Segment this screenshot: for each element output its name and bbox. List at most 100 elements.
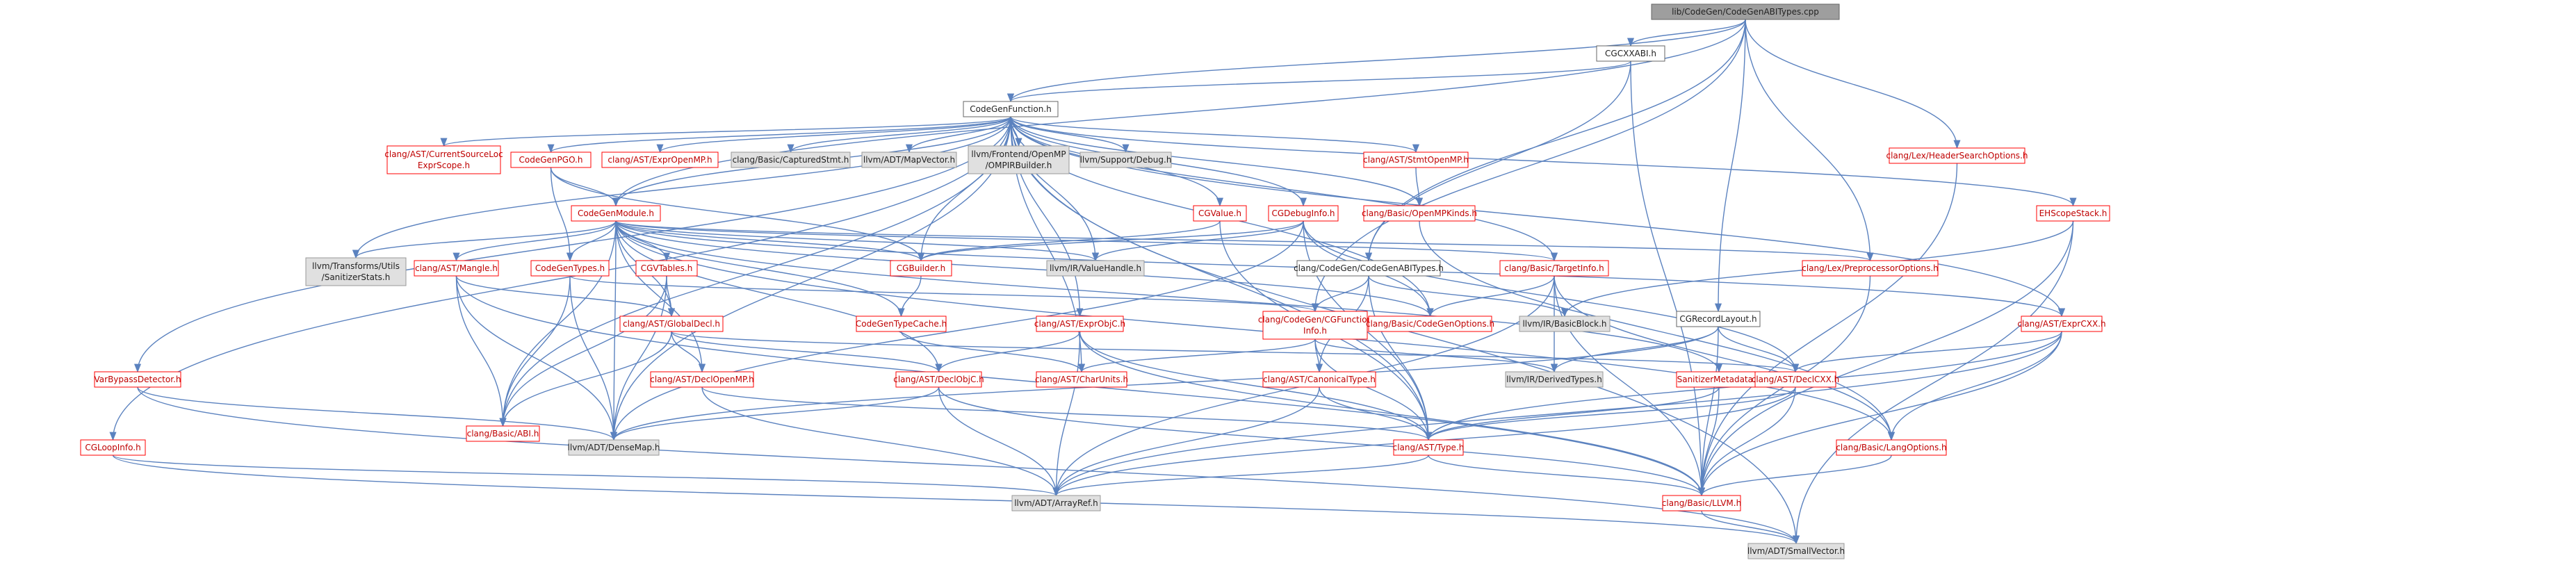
node-cgopts[interactable]: clang/Basic/CodeGenOptions.h: [1366, 316, 1494, 332]
node-label-cgfuncinfo: Info.h: [1303, 326, 1327, 336]
node-box-asttype: [1393, 439, 1464, 456]
edge-pgo-to-cgbuilder: [550, 167, 924, 262]
node-capstmt[interactable]: clang/Basic/CapturedStmt.h: [731, 152, 851, 168]
node-globaldecl[interactable]: clang/AST/GlobalDecl.h: [619, 316, 724, 332]
node-root[interactable]: lib/CodeGen/CodeGenABITypes.cpp: [1651, 3, 1840, 20]
edge-cgm-to-cgopts: [615, 220, 1434, 318]
node-box-typecache: [856, 316, 947, 332]
node-box-cgfuncinfo: [1262, 311, 1368, 340]
edge-exprcxx-to-declcxx: [1792, 331, 2062, 373]
node-cgdebug[interactable]: CGDebugInfo.h: [1268, 205, 1339, 222]
node-ompkinds[interactable]: clang/Basic/OpenMPKinds.h: [1362, 205, 1477, 222]
node-label-valuehandle: llvm/IR/ValueHandle.h: [1050, 263, 1141, 273]
edge-cgm-to-declompm: [615, 220, 706, 373]
node-stmtomp[interactable]: clang/AST/StmtOpenMP.h: [1363, 152, 1469, 168]
edge-targetinfo-to-basicllvm: [1554, 275, 1706, 497]
edge-cgfuncinfo-to-asttype: [1314, 338, 1433, 441]
node-langopts[interactable]: clang/Basic/LangOptions.h: [1836, 439, 1947, 456]
node-label-ehscope: EHScopeStack.h: [2039, 208, 2108, 218]
node-cgf[interactable]: CodeGenFunction.h: [963, 101, 1059, 117]
node-label-cgdebug: CGDebugInfo.h: [1271, 208, 1335, 218]
node-label-globaldecl: clang/AST/GlobalDecl.h: [623, 319, 720, 329]
node-label-typecache: CodeGenTypeCache.h: [856, 319, 947, 329]
node-declcxx[interactable]: clang/AST/DeclCXX.h: [1752, 371, 1840, 388]
edge-cgm-to-ppopts: [615, 220, 1873, 262]
node-label-exprcxx: clang/AST/ExprCXX.h: [2017, 319, 2105, 329]
node-ompirb[interactable]: llvm/Frontend/OpenMP/OMPIRBuilder.h: [968, 145, 1070, 174]
edge-cgm-to-densemap: [610, 220, 618, 441]
node-sanstats[interactable]: llvm/Transforms/Utils/SanitizerStats.h: [305, 257, 407, 286]
node-targetinfo[interactable]: clang/Basic/TargetInfo.h: [1499, 260, 1609, 277]
node-derivedtypes[interactable]: llvm/IR/DerivedTypes.h: [1505, 371, 1604, 388]
node-label-root: lib/CodeGen/CodeGenABITypes.cpp: [1672, 7, 1819, 17]
edges-layer: [109, 19, 2077, 545]
edge-cgabitypes-to-asttype: [1368, 275, 1433, 441]
edge-root-to-ppopts: [1745, 19, 1874, 262]
node-charunits[interactable]: clang/AST/CharUnits.h: [1035, 371, 1128, 388]
node-varbypass[interactable]: VarBypassDetector.h: [94, 371, 181, 388]
node-box-cgvtables: [635, 260, 698, 277]
node-expromp[interactable]: clang/AST/ExprOpenMP.h: [601, 152, 719, 168]
node-asttype[interactable]: clang/AST/Type.h: [1393, 439, 1465, 456]
node-box-targetinfo: [1499, 260, 1609, 277]
edge-cgf-to-supportdebug: [1010, 116, 1130, 154]
node-mangle[interactable]: clang/AST/Mangle.h: [414, 260, 499, 277]
edge-globaldecl-to-declompm: [671, 331, 706, 373]
node-label-sanmeta: SanitizerMetadata.h: [1677, 375, 1761, 384]
node-cgm[interactable]: CodeGenModule.h: [571, 205, 661, 222]
node-cgtypes[interactable]: CodeGenTypes.h: [530, 260, 610, 277]
node-canontype[interactable]: clang/AST/CanonicalType.h: [1262, 371, 1376, 388]
edge-root-to-cgcxxabi: [1627, 19, 1746, 47]
node-ppopts[interactable]: clang/Lex/PreprocessorOptions.h: [1802, 260, 1939, 277]
node-box-declcxx: [1754, 371, 1836, 388]
edge-cgm-to-cgtypes: [566, 220, 617, 262]
node-basicllvm[interactable]: clang/Basic/LLVM.h: [1662, 495, 1741, 511]
node-cgrecord[interactable]: CGRecordLayout.h: [1676, 311, 1761, 327]
node-box-expromp: [601, 152, 719, 168]
node-cgbuilder[interactable]: CGBuilder.h: [890, 260, 952, 277]
node-exprobjc[interactable]: clang/AST/ExprObjC.h: [1034, 316, 1125, 332]
node-box-cgm: [571, 205, 661, 222]
edge-varbypass-to-densemap: [137, 386, 617, 441]
node-cgvalue[interactable]: CGValue.h: [1193, 205, 1247, 222]
node-densemap[interactable]: llvm/ADT/DenseMap.h: [568, 439, 660, 456]
node-ehscope[interactable]: EHScopeStack.h: [2036, 205, 2110, 222]
edge-cgf-to-ehscope: [1010, 116, 2077, 207]
node-label-declobjc: clang/AST/DeclObjC.h: [893, 375, 984, 384]
node-arrayref[interactable]: llvm/ADT/ArrayRef.h: [1011, 495, 1101, 511]
node-basicblock[interactable]: llvm/IR/BasicBlock.h: [1519, 316, 1611, 332]
node-smallvector[interactable]: llvm/ADT/SmallVector.h: [1747, 543, 1845, 559]
node-typecache[interactable]: CodeGenTypeCache.h: [856, 316, 947, 332]
edge-cgm-to-valuehandle: [615, 220, 1099, 262]
edge-cgm-to-basicabi: [499, 220, 617, 427]
node-box-canontype: [1262, 371, 1376, 388]
edge-cgm-to-sanstats: [352, 220, 617, 259]
node-exprcxx[interactable]: clang/AST/ExprCXX.h: [2017, 316, 2106, 332]
node-basicabi[interactable]: clang/Basic/ABI.h: [466, 425, 540, 442]
node-cgabitypes[interactable]: clang/CodeGen/CodeGenABITypes.h: [1294, 260, 1444, 277]
node-label-declcxx: clang/AST/DeclCXX.h: [1752, 375, 1840, 384]
edge-declcxx-to-basicllvm: [1697, 386, 1796, 497]
edge-cgtypes-to-cgfuncinfo: [569, 275, 1319, 313]
node-declobjc[interactable]: clang/AST/DeclObjC.h: [893, 371, 984, 388]
node-cgvtables[interactable]: CGVTables.h: [635, 260, 698, 277]
node-sanmeta[interactable]: SanitizerMetadata.h: [1676, 371, 1762, 388]
node-declompm[interactable]: clang/AST/DeclOpenMP.h: [650, 371, 754, 388]
node-mapvector[interactable]: llvm/ADT/MapVector.h: [861, 152, 957, 168]
node-box-sanstats: [305, 257, 407, 286]
edge-cgrecord-to-basicllvm: [1697, 326, 1719, 497]
node-cgloop[interactable]: CGLoopInfo.h: [80, 439, 146, 456]
edge-cgfuncinfo-to-derivedtypes: [1314, 338, 1558, 373]
node-box-mapvector: [861, 152, 957, 168]
node-supportdebug[interactable]: llvm/Support/Debug.h: [1079, 152, 1172, 168]
node-valuehandle[interactable]: llvm/IR/ValueHandle.h: [1046, 260, 1145, 277]
node-cgcxxabi[interactable]: CGCXXABI.h: [1596, 45, 1665, 62]
node-pgo[interactable]: CodeGenPGO.h: [510, 152, 592, 168]
node-label-smallvector: llvm/ADT/SmallVector.h: [1747, 546, 1845, 556]
edge-root-to-cgabitypes: [1364, 19, 1746, 262]
node-box-cgrecord: [1676, 311, 1761, 327]
node-headersearch[interactable]: clang/Lex/HeaderSearchOptions.h: [1886, 147, 2028, 164]
edge-canontype-to-asttype: [1319, 386, 1432, 441]
